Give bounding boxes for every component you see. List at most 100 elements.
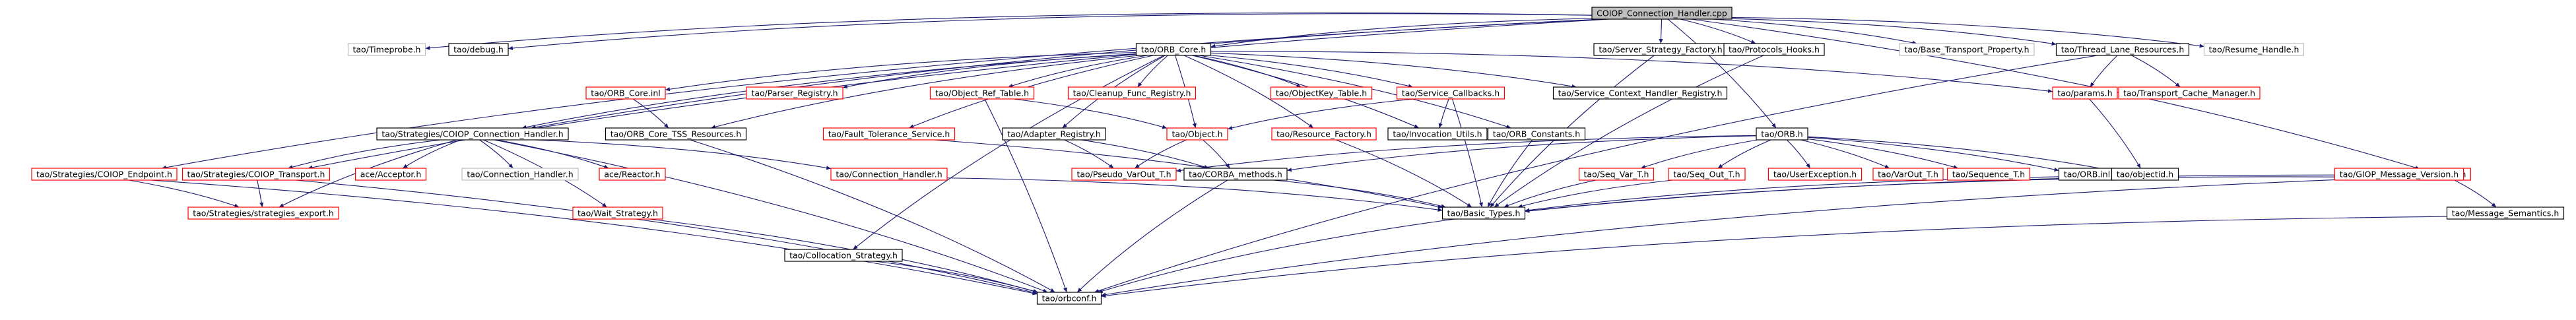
node-box bbox=[1441, 207, 1526, 220]
node-label: tao/Wait_Strategy.h bbox=[578, 208, 658, 218]
node-orbcore_inl[interactable]: tao/ORB_Core.inl bbox=[585, 86, 666, 100]
node-acceptor[interactable]: ace/Acceptor.h bbox=[354, 168, 427, 181]
node-box bbox=[1071, 168, 1177, 181]
edge-res_factory-to-basic_types bbox=[1335, 139, 1472, 208]
node-conn_handler[interactable]: tao/Connection_Handler.h bbox=[830, 168, 948, 181]
node-label: tao/Sequence_T.h bbox=[1952, 170, 2025, 179]
edge-tss_res-to-orbconf bbox=[690, 139, 1055, 293]
node-box bbox=[2334, 168, 2464, 181]
node-orb_inl[interactable]: tao/ORB.inl bbox=[2058, 168, 2116, 181]
node-cleanup[interactable]: tao/Cleanup_Func_Registry.h bbox=[1067, 86, 1197, 100]
node-adapter_reg[interactable]: tao/Adapter_Registry.h bbox=[1002, 127, 1106, 141]
node-protohooks[interactable]: tao/Protocols_Hooks.h bbox=[1723, 43, 1825, 56]
node-box bbox=[1756, 127, 1808, 141]
node-user_exc[interactable]: tao/UserException.h bbox=[1767, 168, 1863, 181]
node-fault_tol[interactable]: tao/Fault_Tolerance_Service.h bbox=[822, 127, 956, 141]
node-tss_res[interactable]: tao/ORB_Core_TSS_Resources.h bbox=[605, 127, 747, 141]
node-parser_reg[interactable]: tao/Parser_Registry.h bbox=[746, 86, 843, 100]
node-corba_methods[interactable]: tao/CORBA_methods.h bbox=[1183, 168, 1288, 181]
node-box bbox=[182, 168, 331, 181]
node-orb_const[interactable]: tao/ORB_Constants.h bbox=[1487, 127, 1586, 141]
edge-orbcore-to-cleanup bbox=[1137, 55, 1168, 88]
node-label: tao/ORB.h bbox=[1761, 129, 1802, 139]
edge-adapter_reg-to-pseudo_var bbox=[1064, 139, 1114, 169]
node-box bbox=[1552, 86, 1728, 100]
edge-orb_h-to-orb_inl bbox=[1807, 137, 2059, 172]
node-reactor[interactable]: ace/Reactor.h bbox=[599, 168, 666, 181]
node-resume: tao/Resume_Handle.h bbox=[2203, 43, 2305, 56]
node-objref_table[interactable]: tao/Object_Ref_Table.h bbox=[929, 86, 1035, 100]
node-box bbox=[1387, 127, 1488, 141]
node-label: tao/objectid.h bbox=[2117, 170, 2173, 179]
edge-orb_h-to-seq_var bbox=[1640, 139, 1758, 169]
node-box bbox=[448, 43, 509, 56]
node-msg_sem[interactable]: tao/Message_Semantics.h bbox=[2446, 207, 2565, 220]
node-box bbox=[572, 207, 663, 220]
edge-objref_table-to-orbconf bbox=[984, 98, 1067, 293]
node-objectid[interactable]: tao/objectid.h bbox=[2111, 168, 2179, 181]
node-box bbox=[746, 86, 843, 100]
edge-orbcore-to-coiop_ch bbox=[521, 53, 1137, 129]
node-orb_h[interactable]: tao/ORB.h bbox=[1756, 127, 1808, 141]
node-res_factory[interactable]: tao/Resource_Factory.h bbox=[1271, 127, 1377, 141]
node-orbcore[interactable]: tao/ORB_Core.h bbox=[1135, 43, 1212, 56]
node-basic_types[interactable]: tao/Basic_Types.h bbox=[1441, 207, 1526, 220]
edge-orb_h-to-pseudo_var bbox=[1175, 135, 1757, 173]
edge-collocation-to-orbconf bbox=[875, 261, 1038, 294]
node-tlr[interactable]: tao/Thread_Lane_Resources.h bbox=[2055, 43, 2190, 56]
node-coiop_ch[interactable]: tao/Strategies/COIOP_Connection_Handler.… bbox=[376, 127, 569, 141]
edge-orbcore-to-svc_callbacks bbox=[1210, 55, 1413, 88]
edge-orb_h-to-objectid bbox=[1807, 136, 2112, 172]
node-label: tao/Basic_Types.h bbox=[1447, 208, 1521, 218]
node-giop_mv[interactable]: tao/GIOP_Message_Version.h bbox=[2334, 168, 2464, 181]
edge-orbcore-to-tss_res bbox=[710, 55, 1139, 129]
node-wait_strat[interactable]: tao/Wait_Strategy.h bbox=[572, 207, 663, 220]
node-orbconf[interactable]: tao/orbconf.h bbox=[1036, 292, 1102, 305]
node-label: tao/Thread_Lane_Resources.h bbox=[2061, 45, 2185, 55]
node-label: tao/Fault_Tolerance_Service.h bbox=[828, 129, 950, 139]
node-pseudo_var[interactable]: tao/Pseudo_VarOut_T.h bbox=[1071, 168, 1177, 181]
node-svc_callbacks[interactable]: tao/Service_Callbacks.h bbox=[1396, 86, 1505, 100]
node-coiop_transport[interactable]: tao/Strategies/COIOP_Transport.h bbox=[182, 168, 331, 181]
edge-root-to-cdr bbox=[1690, 18, 2420, 170]
node-box bbox=[929, 86, 1035, 100]
node-invocation[interactable]: tao/Invocation_Utils.h bbox=[1387, 127, 1488, 141]
edge-coiop_endpoint-to-strat_export bbox=[128, 179, 240, 208]
node-tcm[interactable]: tao/Transport_Cache_Manager.h bbox=[2118, 86, 2261, 100]
node-label: tao/Adapter_Registry.h bbox=[1007, 129, 1101, 139]
node-box bbox=[1946, 168, 2031, 181]
node-strat_export[interactable]: tao/Strategies/strategies_export.h bbox=[187, 207, 339, 220]
node-seq_var[interactable]: tao/Seq_Var_T.h bbox=[1578, 168, 1655, 181]
node-svc_ctx_reg[interactable]: tao/Service_Context_Handler_Registry.h bbox=[1552, 86, 1728, 100]
node-label: tao/VarOut_T.h bbox=[1878, 170, 1938, 179]
node-box bbox=[585, 86, 666, 100]
edge-tlr-to-orbconf bbox=[1094, 55, 2097, 293]
node-seq_out[interactable]: tao/Seq_Out_T.h bbox=[1668, 168, 1746, 181]
edge-coiop_ch-to-acceptor bbox=[402, 139, 461, 169]
edge-conn_handler-to-basic_types bbox=[946, 177, 1443, 212]
node-box bbox=[2055, 43, 2190, 56]
node-debug[interactable]: tao/debug.h bbox=[448, 43, 509, 56]
node-box bbox=[2052, 86, 2118, 100]
node-label: tao/Resume_Handle.h bbox=[2209, 45, 2299, 55]
edge-protohooks-to-basic_types bbox=[1494, 55, 1764, 208]
node-varout[interactable]: tao/VarOut_T.h bbox=[1872, 168, 1944, 181]
node-params[interactable]: tao/params.h bbox=[2052, 86, 2118, 100]
node-box bbox=[784, 249, 903, 262]
node-coiop_endpoint[interactable]: tao/Strategies/COIOP_Endpoint.h bbox=[31, 168, 178, 181]
node-label: tao/ObjectKey_Table.h bbox=[1276, 88, 1367, 98]
node-sequence[interactable]: tao/Sequence_T.h bbox=[1946, 168, 2031, 181]
edge-coiop_ch-to-coiop_transport bbox=[288, 139, 441, 170]
node-label: tao/Seq_Out_T.h bbox=[1673, 170, 1740, 179]
node-box bbox=[1872, 168, 1944, 181]
edge-orb_h-to-sequence bbox=[1807, 139, 1958, 170]
node-object[interactable]: tao/Object.h bbox=[1166, 127, 1228, 141]
edge-svc_callbacks-to-object bbox=[1227, 98, 1414, 130]
node-ssfactory[interactable]: tao/Server_Strategy_Factory.h bbox=[1593, 43, 1728, 56]
edge-coiop_ch-to-reactor bbox=[496, 139, 609, 169]
node-box bbox=[2118, 86, 2261, 100]
node-objkey_table[interactable]: tao/ObjectKey_Table.h bbox=[1270, 86, 1373, 100]
node-collocation[interactable]: tao/Collocation_Strategy.h bbox=[784, 249, 903, 262]
node-timeprobe: tao/Timeprobe.h bbox=[347, 43, 426, 56]
